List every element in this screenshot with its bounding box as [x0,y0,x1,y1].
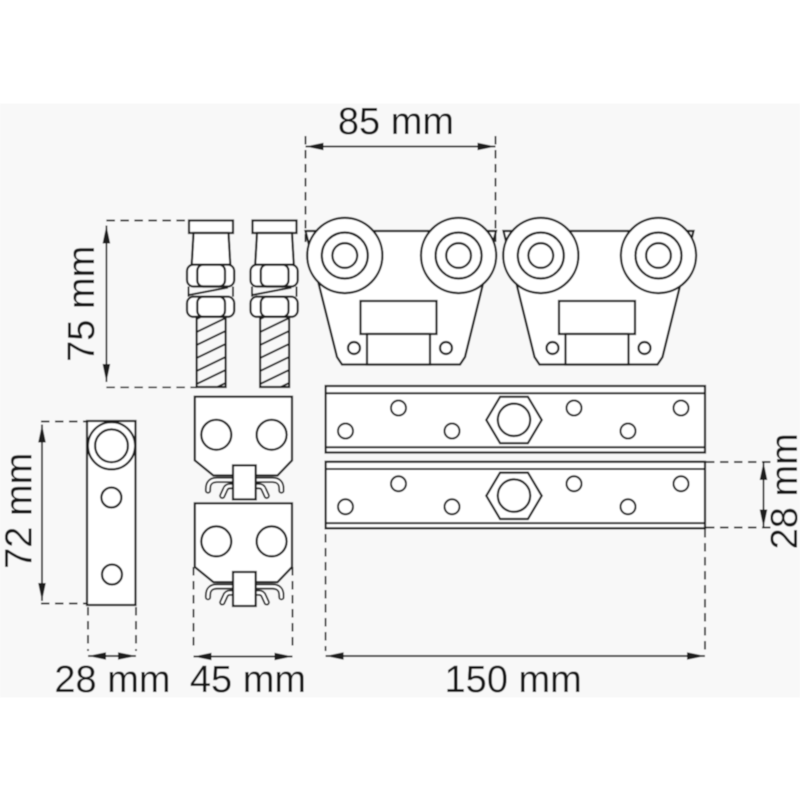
svg-text:150 mm: 150 mm [445,659,582,701]
svg-text:75 mm: 75 mm [61,246,103,362]
svg-text:45 mm: 45 mm [190,659,306,701]
svg-text:72 mm: 72 mm [0,453,41,569]
svg-text:28 mm: 28 mm [54,659,170,701]
svg-text:85 mm: 85 mm [338,101,454,143]
svg-text:28 mm: 28 mm [764,433,800,549]
